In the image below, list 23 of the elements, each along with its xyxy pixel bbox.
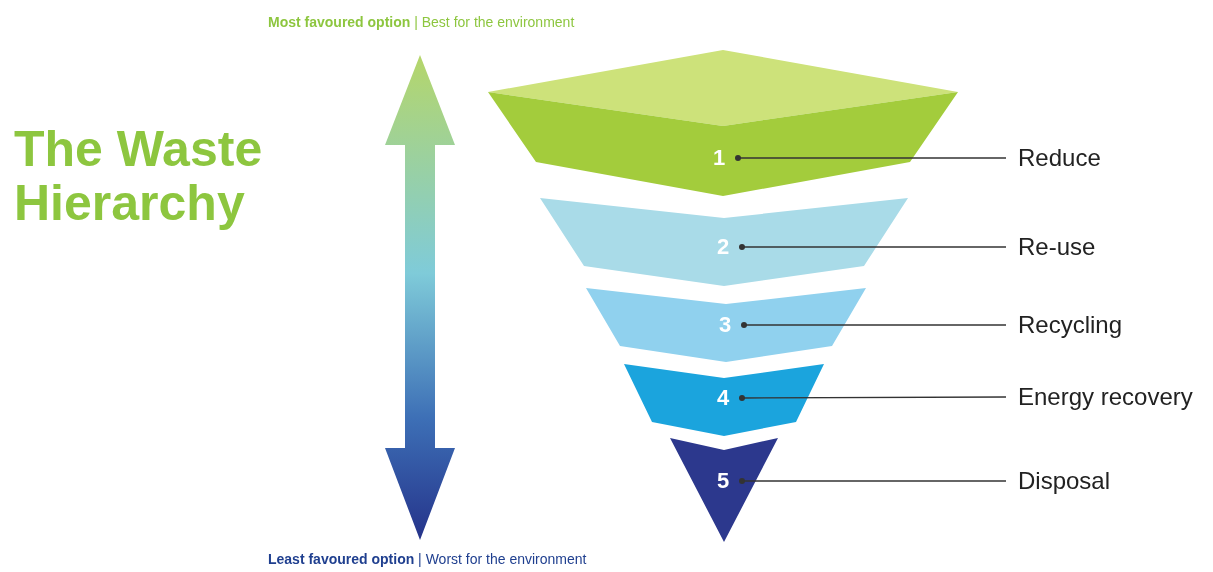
pyramid-tip (670, 438, 778, 542)
leader-line (739, 244, 1007, 250)
level-number: 2 (717, 235, 730, 259)
level-number: 1 (713, 146, 726, 170)
bottom-caption: Least favoured option | Worst for the environment (268, 551, 587, 567)
level-label: Recycling (1018, 311, 1123, 339)
pyramid-layer (540, 198, 908, 286)
pyramid-layer (488, 50, 958, 196)
level-label: Re-use (1018, 233, 1096, 261)
leader-line (735, 155, 1007, 161)
level-label: Reduce (1018, 144, 1101, 172)
level-number: 3 (719, 313, 732, 337)
leader-line (741, 322, 1007, 328)
leader-line (739, 395, 1007, 401)
level-label: Energy recovery (1018, 383, 1193, 411)
level-label: Disposal (1018, 467, 1111, 495)
level-number: 5 (717, 469, 730, 493)
level-number: 4 (717, 386, 730, 410)
title: The Waste Hierarchy (14, 122, 264, 230)
pyramid-layer (586, 288, 866, 362)
top-caption: Most favoured option | Best for the environment (268, 14, 575, 30)
leader-line (739, 478, 1007, 484)
pyramid-layer (624, 364, 824, 436)
